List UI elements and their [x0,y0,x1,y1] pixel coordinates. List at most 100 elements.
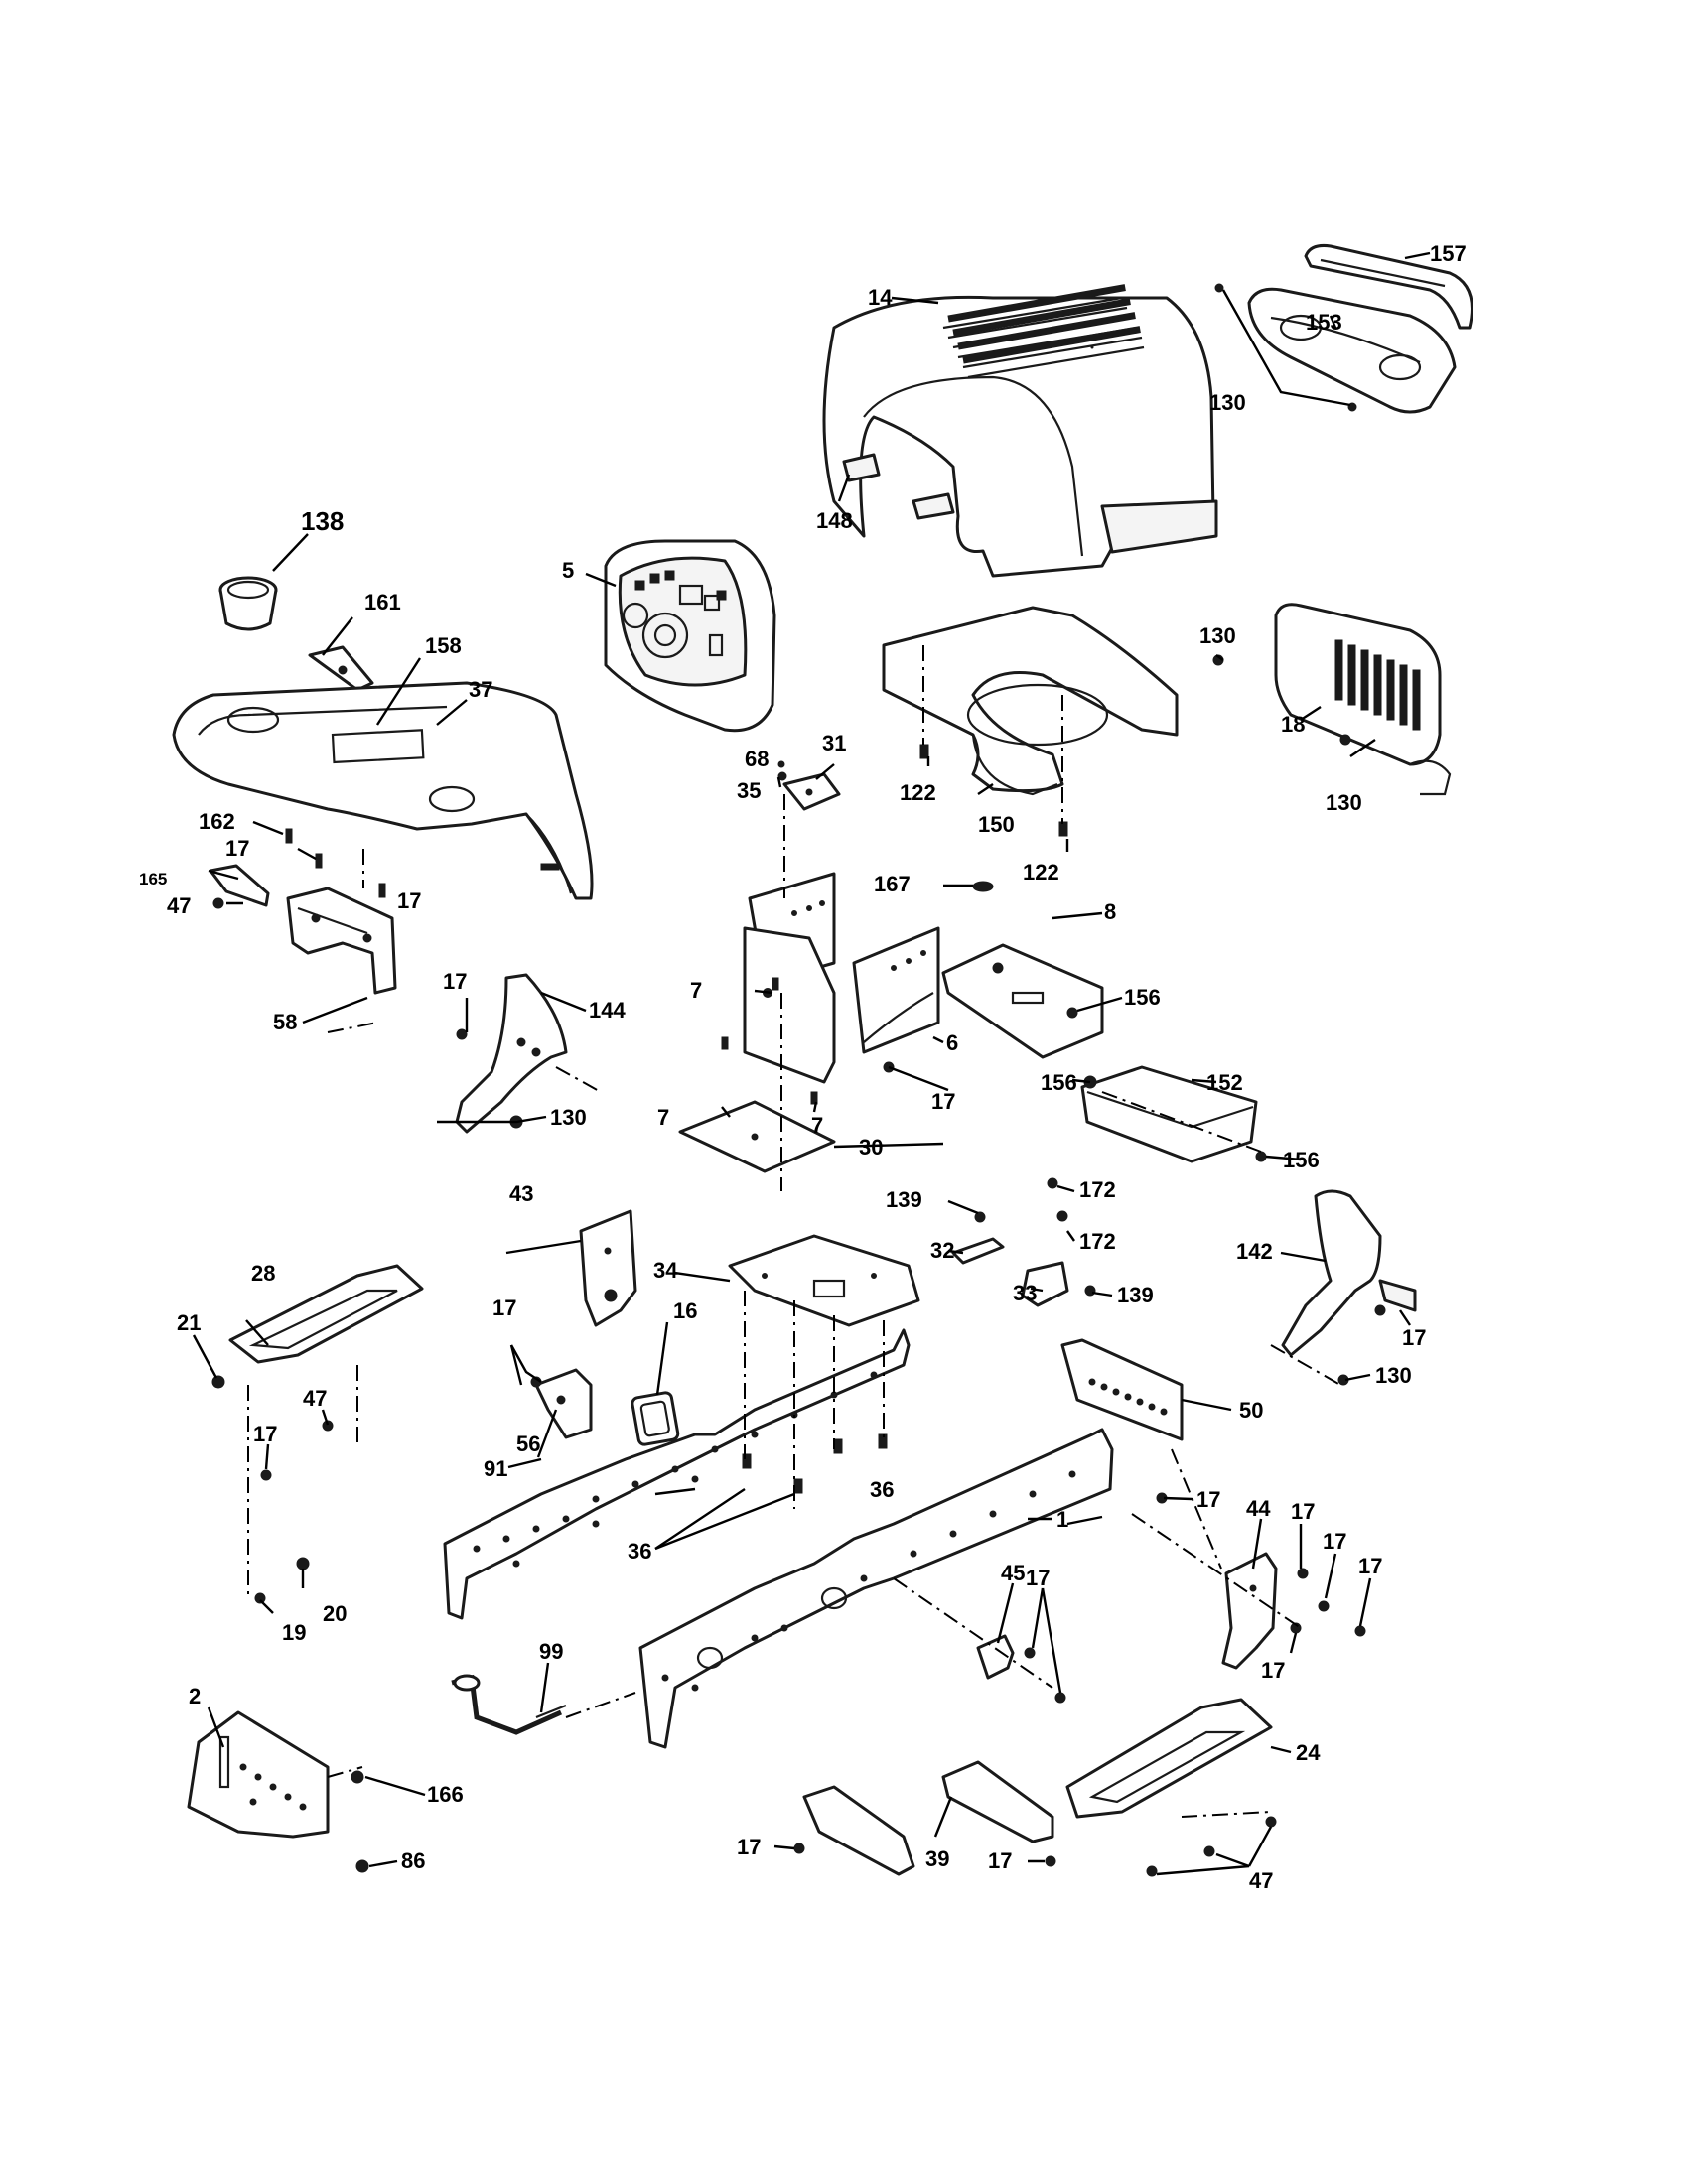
callout-152: 152 [1206,1070,1243,1095]
callout-156: 156 [1124,985,1161,1010]
callout-32: 32 [930,1238,954,1263]
callout-17: 17 [397,888,421,913]
callout-161: 161 [364,590,401,614]
callout-18: 18 [1281,712,1305,737]
callout-17: 17 [1291,1499,1315,1524]
part-bracket-45 [976,1634,1015,1680]
callout-28: 28 [251,1261,275,1286]
callout-20: 20 [323,1601,347,1626]
callout-14: 14 [868,285,893,310]
callout-156: 156 [1041,1070,1077,1095]
callout-47: 47 [303,1386,327,1411]
part-bracket-39 [802,1760,1054,1876]
part-bracket-58 [286,887,397,995]
callout-99: 99 [539,1639,563,1664]
callout-130: 130 [1375,1363,1412,1388]
callout-142: 142 [1236,1239,1273,1264]
callout-7: 7 [690,978,702,1003]
part-bracket-56 [534,1368,593,1439]
callout-130: 130 [1209,390,1246,415]
part-plate-8 [941,943,1104,1059]
callout-36: 36 [628,1539,651,1564]
callout-167: 167 [874,872,911,896]
callout-7: 7 [811,1113,823,1138]
callout-2: 2 [189,1684,201,1708]
part-steering-tower [743,872,940,1084]
callout-122: 122 [900,780,936,805]
callout-36: 36 [870,1477,894,1502]
part-bracket-144 [455,973,568,1134]
callout-17: 17 [1358,1554,1382,1578]
callout-139: 139 [1117,1283,1154,1307]
part-headlight-housing [1247,287,1457,414]
callout-162: 162 [199,809,235,834]
callout-166: 166 [427,1782,464,1807]
callout-17: 17 [492,1296,516,1320]
part-knob-plate [308,645,374,692]
callout-68: 68 [745,747,769,771]
callout-172: 172 [1079,1177,1116,1202]
part-bracket-43 [579,1209,637,1327]
callout-58: 58 [273,1010,297,1034]
callout-144: 144 [589,998,626,1023]
callout-153: 153 [1306,310,1342,335]
callout-34: 34 [653,1258,678,1283]
part-footrest-right [1065,1698,1273,1819]
callout-1: 1 [1056,1507,1068,1532]
fasteners [211,283,1386,1877]
callout-17: 17 [1261,1658,1285,1683]
callout-165: 165 [139,870,167,888]
part-bracket-142 [1281,1189,1417,1357]
part-front-grille [1274,603,1452,796]
callout-17: 17 [931,1089,955,1114]
callout-17: 17 [1323,1529,1346,1554]
callout-labels: 14 157 153 130 148 5 138 161 158 37 130 … [139,241,1467,1893]
callout-39: 39 [925,1846,949,1871]
part-grommet-16 [631,1391,680,1446]
callout-17: 17 [225,836,249,861]
callout-86: 86 [401,1848,425,1873]
callout-8: 8 [1104,899,1116,924]
callout-17: 17 [737,1835,761,1859]
part-plate-34 [728,1234,920,1327]
callout-21: 21 [177,1310,201,1335]
callout-19: 19 [282,1620,306,1645]
part-bracket-32 [951,1237,1005,1265]
callout-156: 156 [1283,1148,1320,1172]
part-dash-console [604,539,776,733]
part-bracket-31 [782,772,841,811]
callout-50: 50 [1239,1398,1263,1423]
callout-5: 5 [562,558,574,583]
callout-16: 16 [673,1298,697,1323]
part-bracket-33 [1021,1261,1069,1307]
callout-138: 138 [301,506,344,536]
callout-150: 150 [978,812,1015,837]
part-frame-rail-right [638,1428,1114,1749]
callout-148: 148 [816,508,853,533]
callout-35: 35 [737,778,761,803]
callout-6: 6 [946,1030,958,1055]
part-cup-holder [218,576,278,631]
assembly-lines [247,645,1341,1818]
callout-30: 30 [859,1135,883,1160]
callout-130: 130 [1326,790,1362,815]
callout-47: 47 [167,893,191,918]
callout-17: 17 [443,969,467,994]
callout-33: 33 [1013,1281,1037,1305]
callout-31: 31 [822,731,846,755]
leader-lines [192,251,1431,1876]
callout-47: 47 [1249,1868,1273,1893]
callout-17: 17 [1402,1325,1426,1350]
callout-17: 17 [253,1422,277,1446]
part-tank-cover [882,606,1179,796]
callout-157: 157 [1430,241,1467,266]
part-frame-rail-left [443,1328,911,1620]
callout-158: 158 [425,633,462,658]
callout-172: 172 [1079,1229,1116,1254]
callout-56: 56 [516,1432,540,1456]
part-footrest-left [228,1264,424,1364]
callout-139: 139 [886,1187,922,1212]
callout-17: 17 [988,1848,1012,1873]
callout-17: 17 [1026,1566,1050,1590]
